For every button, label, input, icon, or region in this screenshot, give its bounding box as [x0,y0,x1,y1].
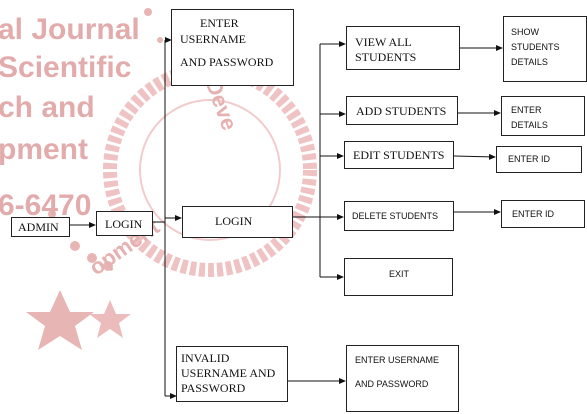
enter-details-line-1: ENTER [511,105,542,115]
add-students-node: ADD STUDENTS [346,96,458,125]
invalid-line-2: USERNAME AND [181,366,276,380]
watermark-line-5: 6-6470 [0,189,92,222]
view-all-students-node: VIEW ALL STUDENTS [346,26,460,70]
retry-line-2: AND PASSWORD [355,379,429,389]
exit-label: EXIT [389,269,410,279]
enter-credentials-line-3: AND PASSWORD [180,55,274,69]
watermark-line-3: ch and [0,91,95,124]
invalid-credentials-node: INVALID USERNAME AND PASSWORD [176,346,288,402]
login-main-node: LOGIN [182,206,293,238]
admin-label: ADMIN [18,220,59,234]
login-main-label: LOGIN [215,214,253,228]
delete-students-node: DELETE STUDENTS [344,201,454,231]
enter-id-edit-node: ENTER ID [496,146,582,173]
enter-details-node: ENTER DETAILS [501,96,585,136]
show-details-node: SHOW STUDENTS DETAILS [503,16,587,82]
enter-details-line-2: DETAILS [511,120,548,130]
exit-node: EXIT [344,258,453,296]
watermark-line-4: pment [0,133,88,166]
add-students-label: ADD STUDENTS [356,104,447,118]
enter-id-delete-label: ENTER ID [512,209,555,219]
view-all-line-2: STUDENTS [355,50,417,64]
login-node: LOGIN [96,211,153,236]
edit-students-node: EDIT STUDENTS [344,141,454,169]
watermark-line-1: al Journal [0,13,140,46]
edit-students-label: EDIT STUDENTS [353,148,445,162]
login-label: LOGIN [105,217,143,231]
delete-students-label: DELETE STUDENTS [352,211,439,221]
invalid-line-3: PASSWORD [181,381,246,395]
show-details-line-2: STUDENTS [511,42,560,52]
enter-credentials-node: ENTER USERNAME AND PASSWORD [171,9,294,86]
invalid-line-1: INVALID [181,351,230,365]
show-details-line-3: DETAILS [511,57,548,67]
retry-credentials-node: ENTER USERNAME AND PASSWORD [346,345,459,412]
retry-line-1: ENTER USERNAME [355,355,440,365]
admin-node: ADMIN [11,217,70,237]
enter-credentials-line-2: USERNAME [180,32,247,46]
show-details-line-1: SHOW [511,27,539,37]
enter-id-edit-label: ENTER ID [508,154,551,164]
enter-id-delete-node: ENTER ID [501,200,585,228]
enter-credentials-line-1: ENTER [200,16,239,30]
watermark-line-2: Scientific [0,51,132,84]
view-all-line-1: VIEW ALL [355,35,412,49]
